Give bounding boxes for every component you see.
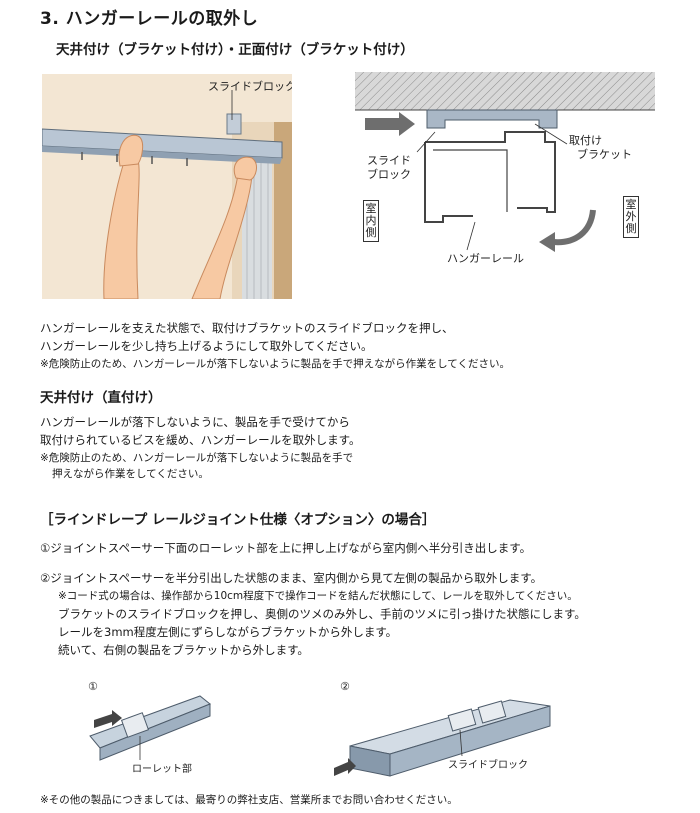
- label-bracket-1: 取付け: [569, 134, 602, 147]
- fig2-number: ②: [340, 680, 350, 693]
- sub2-line-1: ハンガーレールが落下しないように、製品を手で受けてから: [40, 415, 350, 429]
- sub3-step-1: ①ジョイントスペーサー下面のローレット部を上に押し上げながら室内側へ半分引き出し…: [40, 541, 532, 555]
- fig1-number: ①: [88, 680, 98, 693]
- label-slide-block-fig2: スライドブロック: [448, 758, 528, 771]
- label-slide-block-left: スライドブロック: [208, 79, 292, 93]
- sub3-step-2-sub-2: ブラケットのスライドブロックを押し、奥側のツメのみ外し、手前のツメに引っ掛けた状…: [58, 607, 586, 621]
- sub3-step-2-sub-1: ※コード式の場合は、操作部から10cm程度下で操作コードを結んだ状態にして、レー…: [58, 590, 578, 602]
- sub3-step-2-sub-4: 続いて、右側の製品をブラケットから外します。: [58, 643, 309, 657]
- sub3-step-2: ②ジョイントスペーサーを半分引出した状態のまま、室内側から見て左側の製品から取外…: [40, 571, 543, 585]
- subheading-bracket-mount: 天井付け（ブラケット付け）・正面付け（ブラケット付け）: [56, 42, 414, 58]
- sub1-line-1: ハンガーレールを支えた状態で、取付けブラケットのスライドブロックを押し、: [40, 321, 454, 335]
- sub2-line-2: 取付けられているビスを緩め、ハンガーレールを取外します。: [40, 433, 361, 447]
- label-knurl: ローレット部: [132, 762, 192, 775]
- section-title: 3. ハンガーレールの取外し: [40, 9, 259, 29]
- sub3-step-2-sub-3: レールを3mm程度左側にずらしながらブラケットから外します。: [58, 625, 398, 639]
- label-slide-2: ブロック: [367, 167, 411, 181]
- sub2-note-2: 押えながら作業をしてください。: [52, 468, 209, 480]
- illustration-joint-step2: ② スライドブロック: [330, 676, 560, 786]
- label-slide-1: スライド: [367, 154, 411, 167]
- label-bracket-2: ブラケット: [577, 147, 632, 161]
- illustration-hands-rail: スライドブロック: [41, 74, 296, 300]
- sub1-note: ※危険防止のため、ハンガーレールが落下しないように製品を手で押えながら作業をして…: [40, 358, 510, 370]
- label-hanger-rail: ハンガーレール: [447, 252, 524, 265]
- sub2-note-1: ※危険防止のため、ハンガーレールが落下しないように製品を手で: [40, 452, 354, 464]
- label-outdoor-side: 室外側: [623, 196, 639, 238]
- footer-note: ※その他の製品につきましては、最寄りの弊社支店、営業所までお問い合わせください。: [40, 794, 458, 806]
- illustration-joint-step1: ① ローレット部: [80, 676, 220, 776]
- illustration-cross-section: 取付け ブラケット スライド ブロック ハンガーレール 室内側 室外側: [355, 72, 655, 287]
- subheading-rail-joint: ［ラインドレープ レールジョイント仕様〈オプション〉の場合］: [40, 512, 436, 528]
- sub1-line-2: ハンガーレールを少し持ち上げるようにして取外してください。: [40, 339, 373, 353]
- label-indoor-side: 室内側: [363, 200, 379, 242]
- subheading-direct-mount: 天井付け（直付け）: [40, 390, 162, 406]
